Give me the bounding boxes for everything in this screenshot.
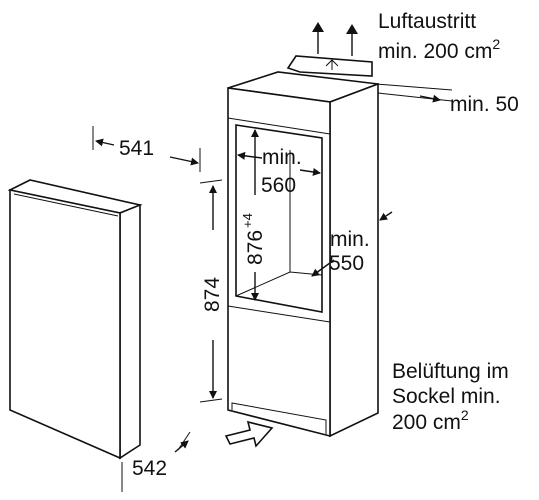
top-gap-label: min. 50	[450, 93, 519, 116]
height-label: 874	[201, 277, 224, 312]
niche-depth-dimension: min. 550	[311, 211, 393, 277]
outlet-value: min. 200 cm2	[378, 36, 500, 63]
niche-depth-value: 550	[329, 252, 364, 275]
width-dimension: 541	[92, 126, 201, 172]
niche-depth-min: min.	[330, 228, 370, 251]
arrow-right-hollow-icon	[224, 420, 274, 448]
width-label: 541	[119, 137, 154, 160]
niche-height-tolerance: +4	[240, 213, 255, 228]
niche-width-value: 560	[261, 174, 296, 197]
top-vent-grille	[286, 55, 373, 77]
height-dimension: 874	[199, 179, 224, 403]
vent-line-3: 200 cm2	[392, 407, 469, 434]
niche-height-value: 876	[244, 230, 267, 265]
vent-line-1: Belüftung im	[392, 360, 509, 383]
vent-symbol-icon	[325, 59, 339, 70]
top-gap-dimension: min. 50	[375, 83, 519, 116]
vent-line-2: Sockel min.	[392, 385, 501, 408]
depth-label: 542	[132, 457, 167, 480]
fridge-front-face	[9, 189, 121, 460]
depth-dimension: 542	[121, 431, 191, 492]
fridge-unit	[7, 179, 143, 460]
niche-height-dimension: 876 +4	[240, 129, 267, 301]
fridge-side-face	[119, 203, 141, 460]
outlet-arrows	[312, 22, 358, 56]
cabinet-unit	[227, 55, 379, 438]
niche-width-dimension: min. 560	[237, 146, 321, 197]
niche-width-min: min.	[262, 146, 302, 169]
outlet-title: Luftaustritt	[378, 10, 476, 33]
niche-opening	[235, 124, 323, 313]
